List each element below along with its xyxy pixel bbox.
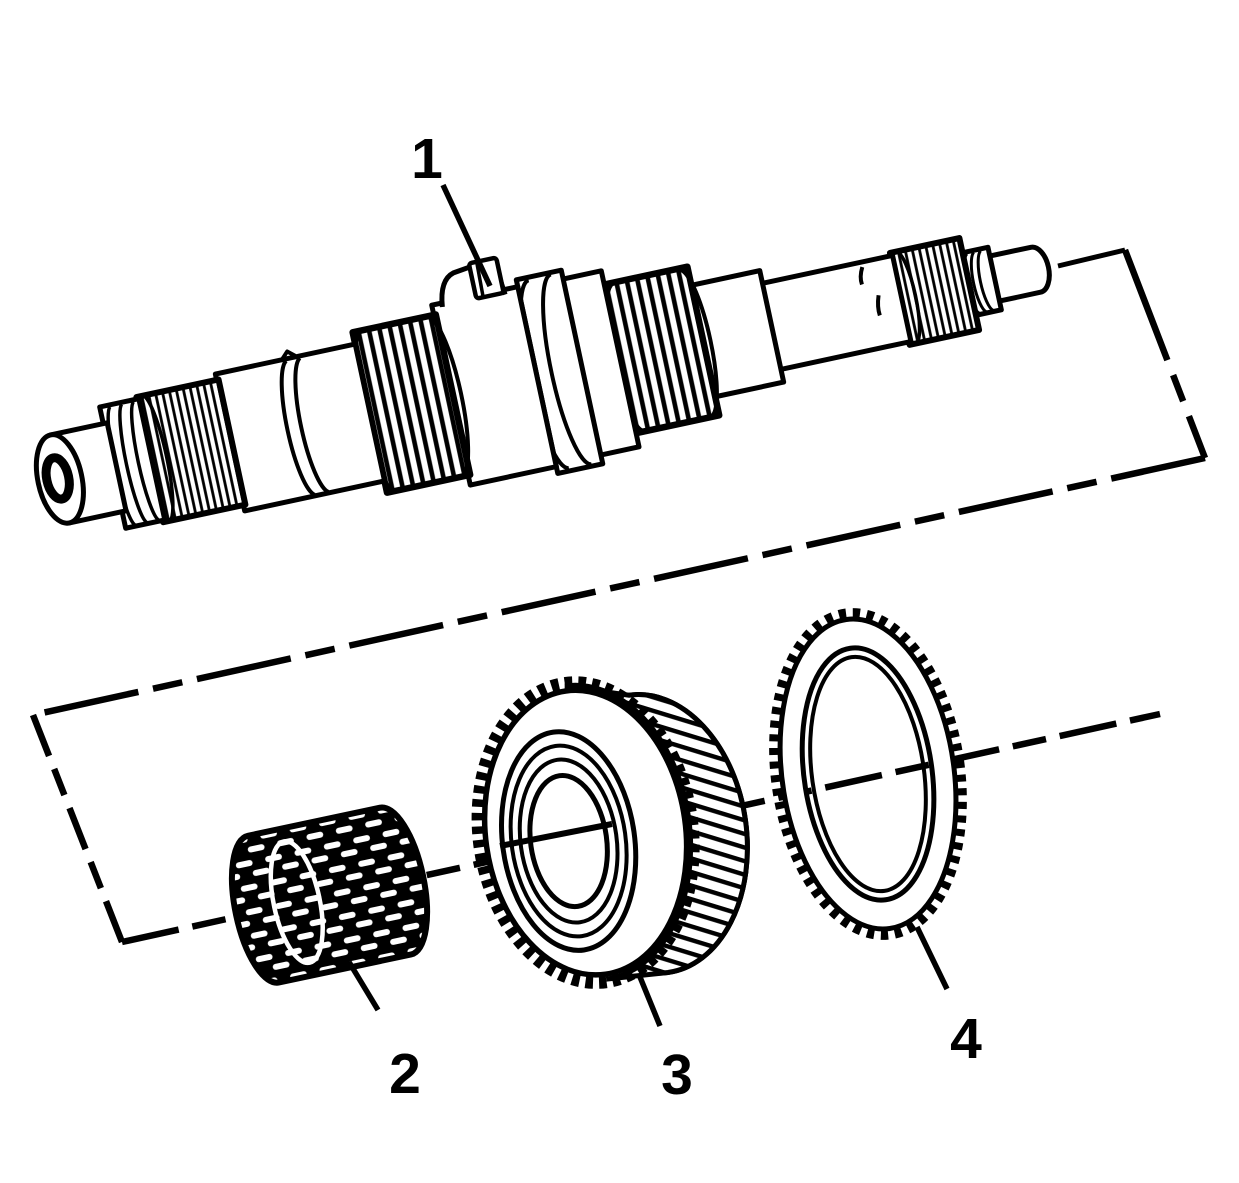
gear-hub-rings — [499, 729, 639, 953]
callout-2-label: 2 — [389, 1042, 421, 1106]
callout-3-label: 3 — [661, 1043, 693, 1107]
bearing-inner-rim — [268, 838, 325, 966]
callout-1-label: 1 — [411, 127, 443, 191]
snap-ring-notch — [280, 349, 297, 360]
reference-line-right-upper — [1121, 248, 1209, 460]
output-shaft — [33, 235, 1052, 531]
leader-line-4 — [914, 925, 950, 991]
ring-serrated-edge — [769, 608, 967, 940]
snap-ring-arcs — [279, 356, 330, 497]
shaft-right-tip — [985, 244, 1052, 304]
synchronizer-ring — [769, 608, 967, 940]
left-tip-bore — [41, 453, 74, 504]
helical-gear — [471, 676, 750, 989]
reference-line-diagonal — [32, 454, 1206, 719]
gear-hub-ring-1 — [499, 729, 639, 953]
gear-hub-ring-2 — [508, 743, 629, 939]
gear-serrated-rim — [471, 676, 700, 989]
gear-face — [481, 687, 690, 978]
gear-hub-ring-3 — [517, 757, 620, 925]
shaft-thin-journal — [758, 252, 914, 373]
leader-line-1 — [440, 183, 493, 288]
callout-4-label: 4 — [950, 1007, 982, 1071]
ring-inner-chamfer — [808, 654, 928, 894]
callout-leaders — [346, 183, 950, 1028]
ring-band — [777, 616, 959, 932]
journal-surface-marks — [858, 266, 882, 317]
leader-line-2 — [346, 960, 381, 1012]
synchronizer-key-edge — [475, 262, 485, 297]
hub-left-rear-arc — [428, 316, 471, 477]
bearing-cage-body — [228, 804, 431, 986]
reference-line-tip-connector — [1057, 247, 1126, 269]
needle-bearing — [228, 804, 431, 986]
reference-line-left-drop — [29, 713, 126, 944]
gear-center-bore — [527, 772, 610, 910]
leader-line-3 — [637, 975, 663, 1028]
hub-right-rear-arc — [680, 268, 719, 418]
